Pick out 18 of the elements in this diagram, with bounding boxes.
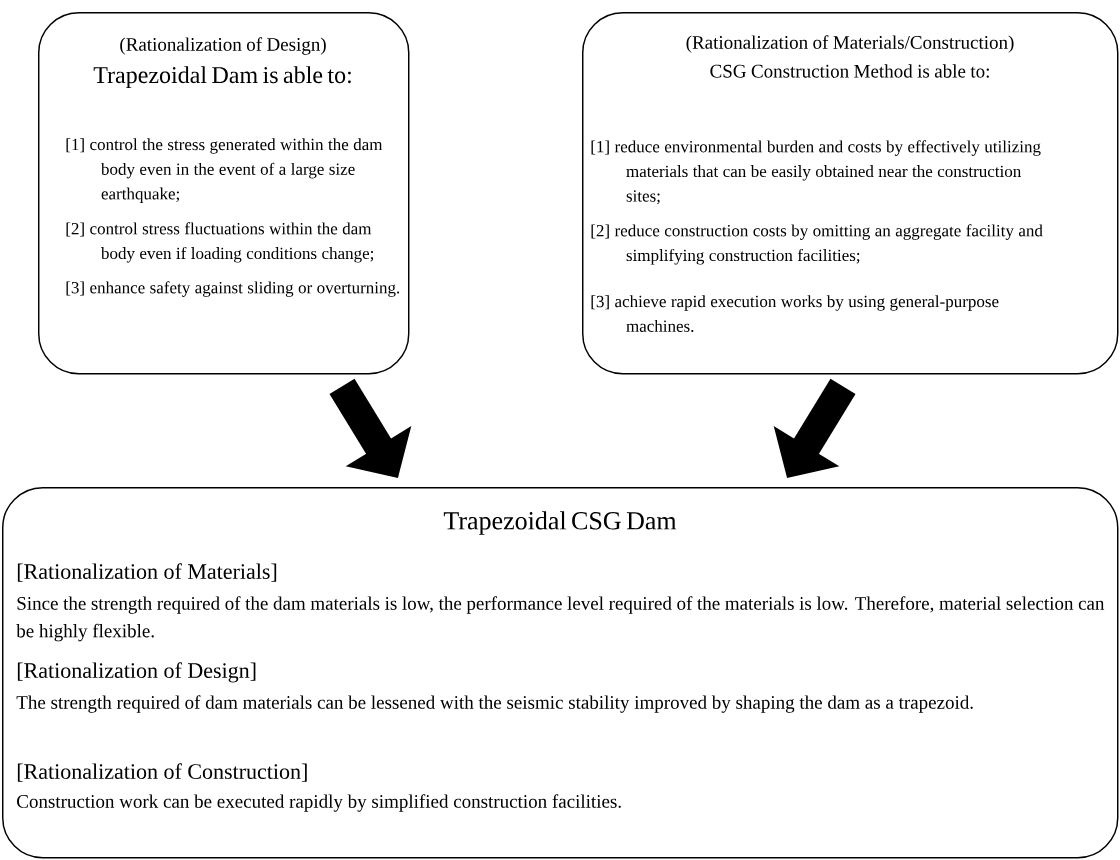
list-item: [2] reduce construction costs by omitting an aggregate facility and simplifying construction facilities;: [591, 224, 1043, 265]
paragraph: The strength required of dam materials can be lessened with the seismic stability improved by shaping the dam as a trapezoid.: [16, 695, 973, 713]
list-item: [2] control stress fluctuations within the dam body even if loading conditions change;: [66, 222, 374, 263]
list-item: [1] control the stress generated within the dam body even in the event of a large size earthquake;: [66, 138, 383, 203]
paragraph: Since the strength required of the dam materials is low, the performance level required of the materials is low. Therefore, material selection can be highly flexible.: [16, 596, 1105, 642]
arrow: [329, 378, 412, 478]
section-heading: [Rationalization of Design]: [17, 662, 256, 683]
list-item: [3] achieve rapid execution works by using general-purpose machines.: [591, 295, 999, 332]
list-item: [3] enhance safety against sliding or overturning.: [66, 281, 400, 297]
heading: (Rationalization of Materials/Construction): [686, 35, 1014, 53]
heading: Trapezoidal CSG Dam: [443, 511, 677, 535]
list-item: [1] reduce environmental burden and costs by effectively utilizing materials that can be easily obtained near the construction sites;: [591, 140, 1041, 205]
section-heading: [Rationalization of Construction]: [17, 763, 307, 782]
section-heading: [Rationalization of Materials]: [17, 563, 277, 582]
heading: Trapezoidal Dam is able to:: [93, 66, 351, 88]
heading: (Rationalization of Design): [120, 37, 326, 55]
heading: CSG Construction Method is able to:: [710, 64, 989, 78]
paragraph: Construction work can be executed rapidly by simplified construction facilities.: [17, 794, 621, 812]
